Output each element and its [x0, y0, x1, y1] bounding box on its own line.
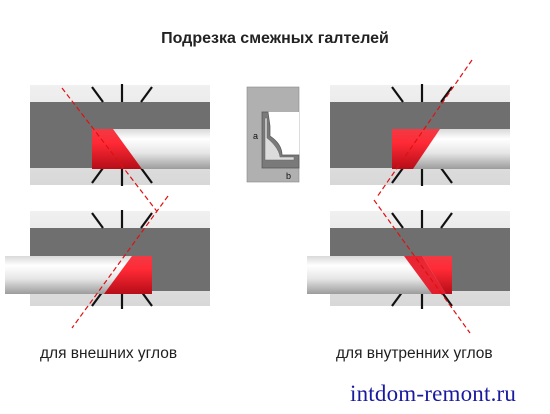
miter-box-inner-top — [330, 59, 510, 198]
cut-line — [376, 59, 473, 198]
saw-slots — [391, 84, 453, 186]
caption-outer-corners: для внешних углов — [40, 345, 178, 362]
cut-line — [61, 87, 163, 219]
caption-inner-corners: для внутренних углов — [336, 345, 493, 362]
molding-cut-face — [422, 256, 452, 294]
molding-cut-face — [104, 256, 152, 294]
miter-box-outer-bottom — [5, 195, 210, 329]
molding-cut-face — [92, 129, 142, 169]
miter-box-outer-top — [30, 84, 210, 219]
molding-profile: a b — [246, 86, 300, 183]
miter-box-inner-bottom — [307, 199, 510, 334]
cut-line — [71, 195, 169, 329]
site-watermark: intdom-remont.ru — [350, 381, 517, 406]
cut-line — [373, 199, 471, 334]
saw-slots — [91, 84, 153, 186]
saw-slots — [391, 210, 453, 309]
profile-label-a: a — [253, 131, 258, 141]
diagram-title: Подрезка смежных галтелей — [161, 30, 389, 47]
profile-label-b: b — [286, 171, 291, 181]
